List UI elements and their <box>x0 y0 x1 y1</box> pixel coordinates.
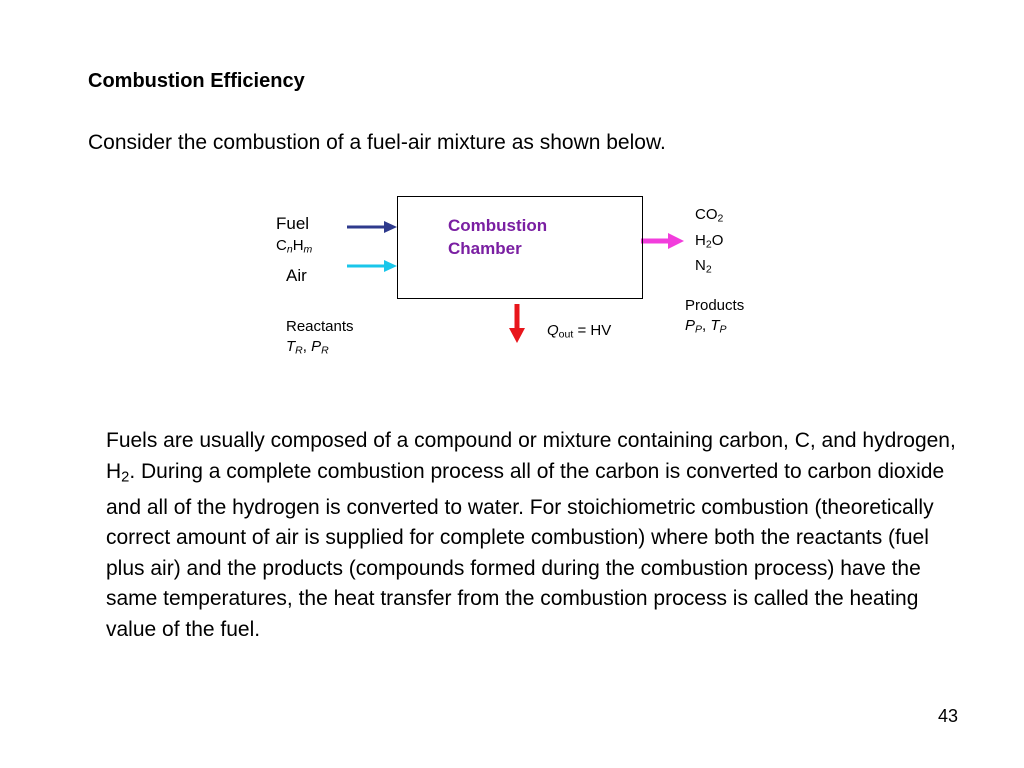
product-h2o: H2O <box>695 231 724 251</box>
combustion-chamber-box <box>397 196 643 299</box>
fuel-label: Fuel <box>276 214 310 233</box>
product-co2: CO2 <box>695 206 724 225</box>
chamber-label-line2: Chamber <box>448 239 522 258</box>
heat-out-arrow <box>509 304 525 343</box>
products-properties: PP, TP <box>685 317 727 336</box>
page-number: 43 <box>938 706 959 726</box>
intro-text: Consider the combustion of a fuel-air mi… <box>88 131 666 154</box>
products-list: CO2 H2O N2 <box>695 204 723 281</box>
air-label: Air <box>286 266 307 285</box>
product-n2: N2 <box>695 257 712 276</box>
reactants-label: Reactants <box>286 318 354 335</box>
fuel-formula: CnHm <box>276 237 313 256</box>
reactants-properties: TR, PR <box>286 338 329 357</box>
fuel-arrow <box>347 221 397 233</box>
slide-title: Combustion Efficiency <box>88 70 305 92</box>
body-paragraph: Fuels are usually composed of a compound… <box>106 429 956 641</box>
heat-out-label: Qout = HV <box>547 322 612 341</box>
air-arrow <box>347 260 397 272</box>
products-arrow <box>641 233 684 249</box>
chamber-label-line1: Combustion <box>448 216 548 235</box>
products-label: Products <box>685 297 745 314</box>
combustion-chamber-label: Combustion Chamber <box>448 214 547 260</box>
